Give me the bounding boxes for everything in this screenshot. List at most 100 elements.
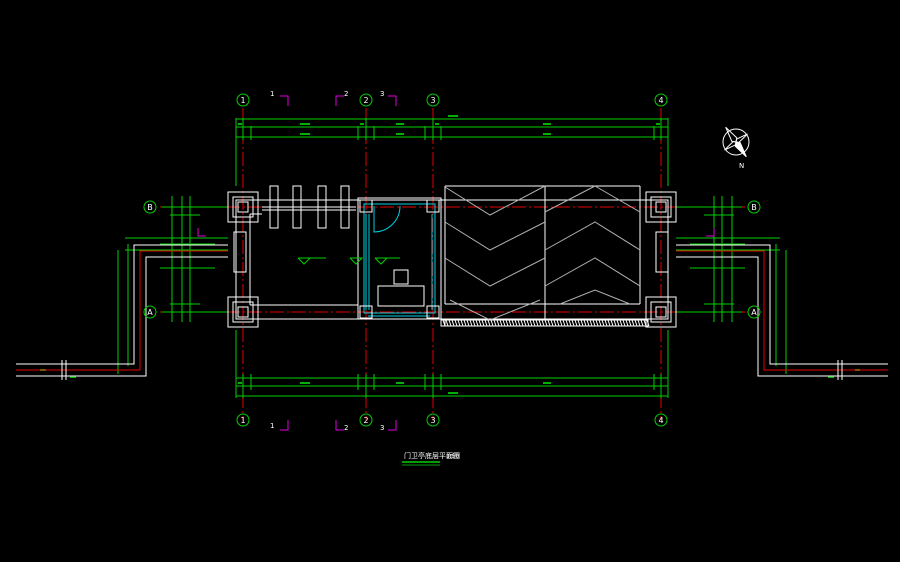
axis-bubble-3-bottom bbox=[426, 413, 440, 427]
hatch-line bbox=[604, 319, 608, 327]
axis-bubble-4-bottom bbox=[654, 413, 668, 427]
section-mark-label-2-bottom: 2 bbox=[344, 424, 348, 432]
axis-bubble-2-top bbox=[359, 93, 373, 107]
top-dimension-chain bbox=[235, 118, 669, 186]
axis-bubble-B-right bbox=[747, 200, 761, 214]
hatch-line bbox=[502, 319, 506, 327]
hatch-line bbox=[634, 319, 638, 327]
hatch-line bbox=[469, 319, 473, 327]
hatch-line bbox=[520, 319, 524, 327]
pergola-posts bbox=[262, 185, 356, 229]
hatch-line bbox=[505, 319, 509, 327]
hatch-line bbox=[631, 319, 635, 327]
axis-label-1: 1 bbox=[240, 96, 245, 105]
hatch-line bbox=[583, 319, 587, 327]
left-dimension-chain bbox=[117, 196, 228, 374]
canopy-area bbox=[440, 185, 649, 327]
axis-bubble-3-top bbox=[426, 93, 440, 107]
door-swing bbox=[373, 205, 401, 233]
hatch-line bbox=[562, 319, 566, 327]
drawing-title-block: 门卫亭底层平面图 1:50 bbox=[402, 451, 460, 466]
chair bbox=[393, 269, 409, 285]
hatch-line bbox=[574, 319, 578, 327]
hatch-line bbox=[532, 319, 536, 327]
hatch-line bbox=[622, 319, 626, 327]
axis-label-4: 4 bbox=[658, 416, 663, 425]
drawing-title: 门卫亭底层平面图 bbox=[404, 451, 460, 460]
axis-bubble-A-right bbox=[747, 305, 761, 319]
hatch-line bbox=[544, 319, 548, 327]
hatch-line bbox=[466, 319, 470, 327]
bottom-dimension-chain bbox=[235, 330, 669, 398]
section-mark-labels: 1 2 3 1 2 3 bbox=[270, 90, 384, 432]
column-b4 bbox=[645, 191, 677, 223]
hatch-line bbox=[454, 319, 458, 327]
hatch-line bbox=[529, 319, 533, 327]
hatch-line bbox=[442, 319, 446, 327]
hatch-line bbox=[445, 319, 449, 327]
hatch-line bbox=[625, 319, 629, 327]
dimension-text-marks bbox=[40, 115, 860, 394]
hatch-line bbox=[487, 319, 491, 327]
compass-north-arrow-icon: N bbox=[722, 126, 750, 170]
section-mark-label-1-bottom: 1 bbox=[270, 422, 274, 430]
hatch-line bbox=[538, 319, 542, 327]
hatch-line bbox=[640, 319, 644, 327]
right-dimension-chain bbox=[676, 196, 787, 374]
hatch-line bbox=[607, 319, 611, 327]
axis-label-2: 2 bbox=[363, 416, 368, 425]
axis-bubble-1-top bbox=[236, 93, 250, 107]
hatch-line bbox=[586, 319, 590, 327]
hatch-line bbox=[610, 319, 614, 327]
hatch-line bbox=[490, 319, 494, 327]
hatch-line bbox=[460, 319, 464, 327]
axis-bubble-B-left bbox=[143, 200, 157, 214]
axis-label-4: 4 bbox=[658, 96, 663, 105]
axis-bubble-A-left bbox=[143, 305, 157, 319]
hatch-line bbox=[499, 319, 503, 327]
hatch-line bbox=[601, 319, 605, 327]
elevation-marks bbox=[297, 257, 400, 265]
section-marks bbox=[197, 95, 715, 431]
hatch-line bbox=[496, 319, 500, 327]
right-boundary-wall bbox=[676, 244, 888, 380]
drawing-scale: 1:50 bbox=[446, 453, 460, 460]
corner-columns bbox=[227, 191, 677, 328]
hatch-line bbox=[565, 319, 569, 327]
hatch-line bbox=[547, 319, 551, 327]
hatch-line bbox=[628, 319, 632, 327]
hatch-line bbox=[580, 319, 584, 327]
hatch-line bbox=[481, 319, 485, 327]
step-hatch bbox=[442, 319, 650, 327]
axis-label-B: B bbox=[751, 203, 757, 212]
hatch-line bbox=[514, 319, 518, 327]
axis-label-B: B bbox=[147, 203, 153, 212]
hatch-line bbox=[508, 319, 512, 327]
hatch-line bbox=[535, 319, 539, 327]
column-b1 bbox=[227, 191, 259, 223]
hatch-line bbox=[463, 319, 467, 327]
hatch-line bbox=[577, 319, 581, 327]
hatch-line bbox=[595, 319, 599, 327]
column-a1 bbox=[227, 296, 259, 328]
hatch-line bbox=[556, 319, 560, 327]
hatch-line bbox=[526, 319, 530, 327]
hatch-line bbox=[598, 319, 602, 327]
hatch-line bbox=[646, 319, 650, 327]
hatch-line bbox=[589, 319, 593, 327]
hatch-line bbox=[493, 319, 497, 327]
hatch-line bbox=[451, 319, 455, 327]
hatch-line bbox=[472, 319, 476, 327]
hatch-line bbox=[553, 319, 557, 327]
north-label: N bbox=[739, 162, 744, 170]
section-mark-label-3-top: 3 bbox=[380, 90, 384, 98]
hatch-line bbox=[559, 319, 563, 327]
hatch-line bbox=[616, 319, 620, 327]
axis-bubble-4-top bbox=[654, 93, 668, 107]
axis-label-A: A bbox=[147, 308, 153, 317]
hatch-line bbox=[457, 319, 461, 327]
axis-label-A: A bbox=[751, 308, 757, 317]
section-mark-label-1-top: 1 bbox=[270, 90, 274, 98]
